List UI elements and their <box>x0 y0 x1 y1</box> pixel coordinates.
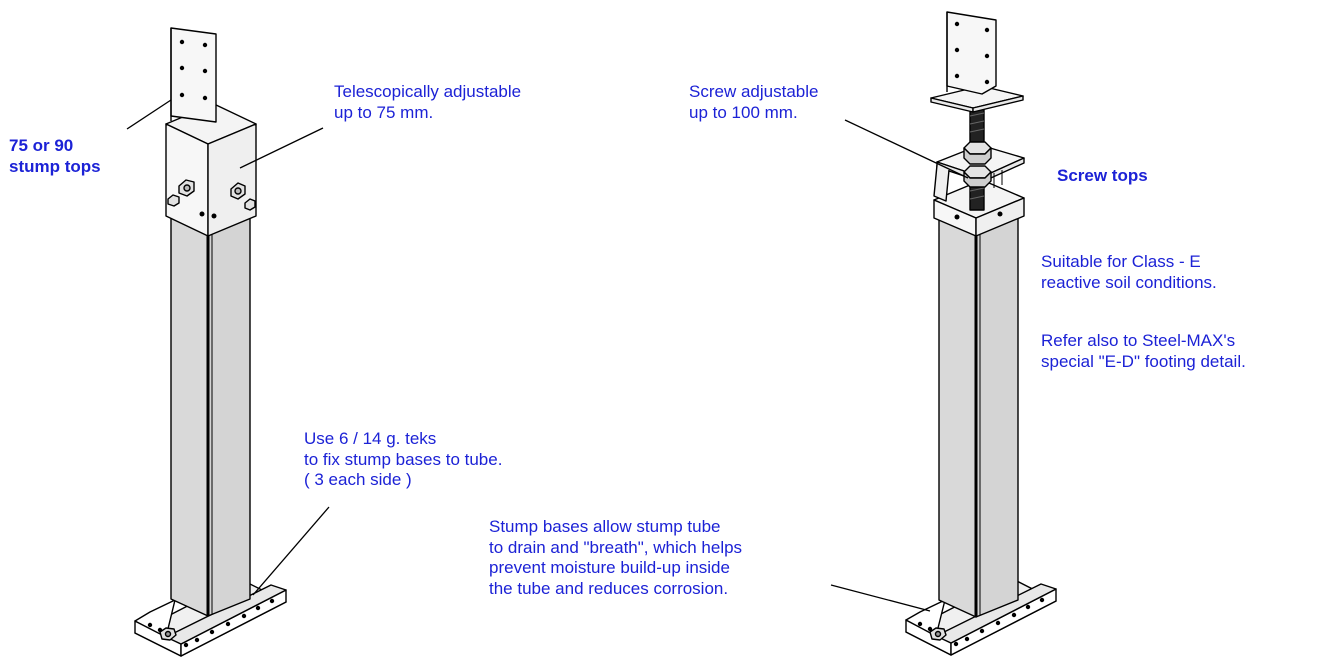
leader-bases <box>830 584 931 612</box>
leader-teks <box>252 506 330 596</box>
telescopic-note: Telescopically adjustable up to 75 mm. <box>334 82 522 122</box>
leader-screw <box>844 119 969 179</box>
soil-note: Suitable for Class - E reactive soil con… <box>1041 252 1217 292</box>
right-stump <box>905 11 1057 656</box>
teks-note: Use 6 / 14 g. teks to fix stump bases to… <box>304 429 503 489</box>
screw-note: Screw adjustable up to 100 mm. <box>689 82 819 122</box>
left-stump <box>134 27 287 657</box>
left-stump-tube <box>170 209 251 617</box>
right-stump-nuts <box>963 141 992 188</box>
left-base-bolt-holes <box>147 598 275 648</box>
right-stump-tube <box>938 214 1019 618</box>
leader-stump-tops <box>126 99 172 130</box>
leader-lines <box>126 99 969 612</box>
bases-note: Stump bases allow stump tube to drain an… <box>489 517 743 598</box>
leader-telescopic <box>239 127 324 169</box>
right-stump-top-plate <box>930 11 1024 113</box>
left-stump-collar <box>165 103 257 237</box>
refer-note: Refer also to Steel-MAX's special "E-D" … <box>1041 331 1246 371</box>
left-collar-bolts <box>167 179 256 211</box>
left-stump-tops-label: 75 or 90 stump tops <box>9 136 101 176</box>
left-base-nut <box>159 627 177 641</box>
right-stump-tops-label: Screw tops <box>1057 166 1148 185</box>
left-collar-holes <box>199 211 217 219</box>
left-stump-top-plate <box>170 27 217 123</box>
